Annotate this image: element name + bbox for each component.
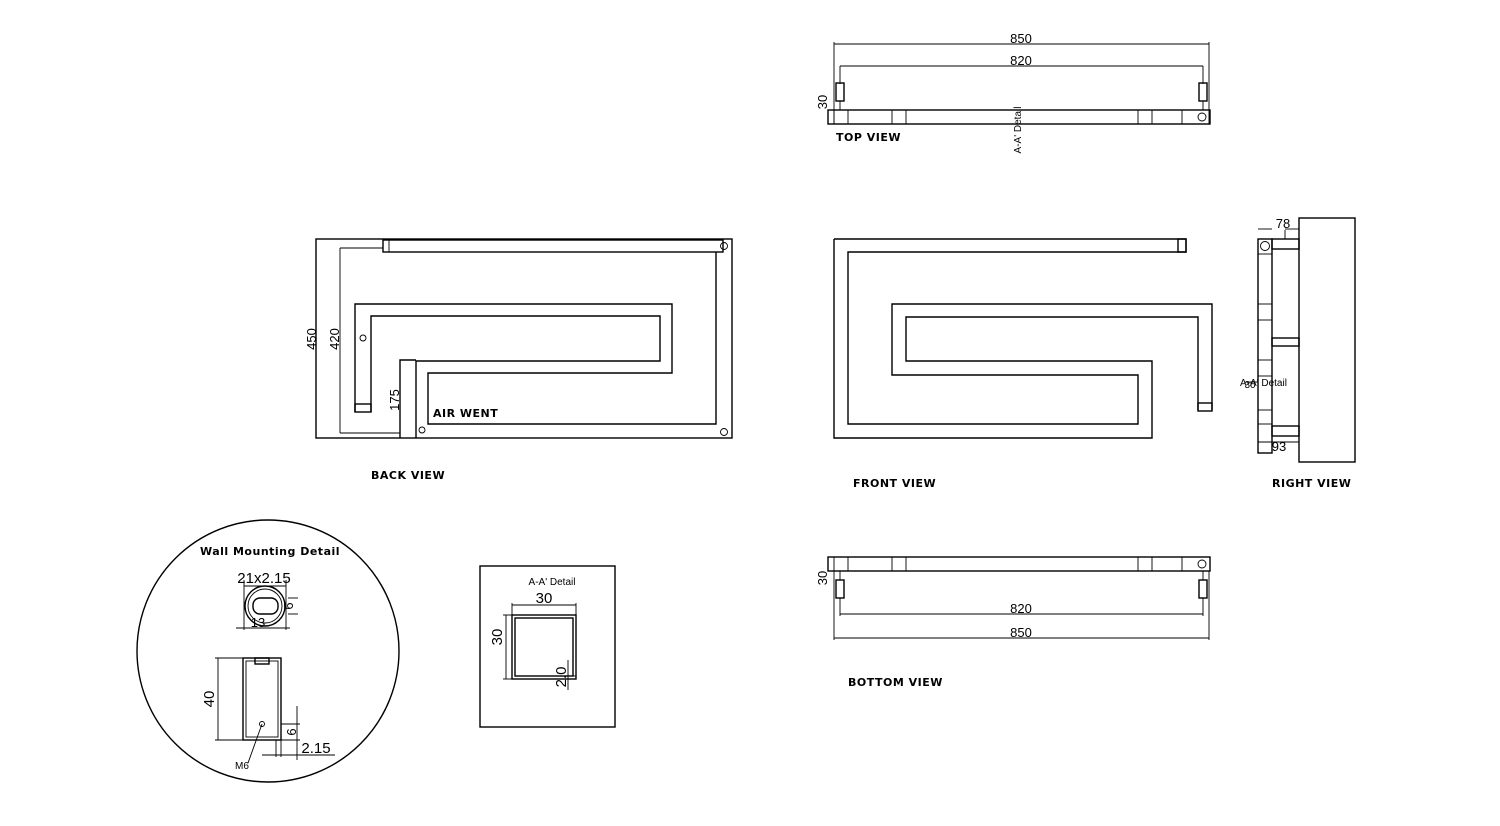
- wall-dim-6: 6: [281, 602, 296, 609]
- back-dim-175: 175: [387, 389, 402, 411]
- right-view: 78 93 30 A-A' Detail RIGHT VIEW: [1240, 216, 1356, 490]
- back-dim-450: 450: [304, 328, 319, 350]
- front-view: FRONT VIEW: [833, 238, 1213, 490]
- bottom-dim-820: 820: [1010, 601, 1032, 616]
- bottom-view-label: BOTTOM VIEW: [848, 676, 943, 689]
- wall-dim-6b: 6: [284, 728, 299, 735]
- section-dim-thickness: 2.0: [553, 667, 570, 688]
- section-dim-width: 30: [536, 590, 553, 607]
- wall-mount-title: Wall Mounting Detail: [200, 545, 340, 558]
- wall-pipe-spec: 21x2.15: [237, 570, 290, 587]
- right-section-note: A-A' Detail: [1240, 378, 1287, 389]
- top-view: 850 820 30 TOP VIEW A-A' Detail: [815, 31, 1211, 154]
- right-view-label: RIGHT VIEW: [1272, 477, 1351, 490]
- top-view-label: TOP VIEW: [836, 131, 901, 144]
- top-section-note: A-A' Detail: [1013, 107, 1024, 154]
- top-dim-850: 850: [1010, 31, 1032, 46]
- section-aa-detail: A-A' Detail 30 30 2.0: [479, 565, 616, 728]
- wall-screw-m6: M6: [235, 761, 249, 772]
- bottom-view: 820 850 30 BOTTOM VIEW: [815, 556, 1211, 689]
- back-view: 450 420 175 AIR WENT BACK VIEW: [304, 238, 733, 482]
- wall-dim-13: 13: [251, 615, 265, 630]
- section-title: A-A' Detail: [529, 577, 576, 588]
- right-dim-93: 93: [1272, 439, 1286, 454]
- wall-dim-40: 40: [201, 691, 218, 708]
- wall-mount-detail: Wall Mounting Detail 21x2.15 13 6 40 6 2…: [136, 519, 400, 783]
- back-view-label: BACK VIEW: [371, 469, 445, 482]
- bottom-dim-30: 30: [815, 571, 830, 585]
- right-dim-78: 78: [1276, 216, 1290, 231]
- wall-dim-2-15: 2.15: [301, 740, 330, 757]
- section-dim-height: 30: [489, 629, 506, 646]
- air-vent-label: AIR WENT: [433, 407, 498, 420]
- front-view-label: FRONT VIEW: [853, 477, 936, 490]
- back-dim-420: 420: [327, 328, 342, 350]
- bottom-dim-850: 850: [1010, 625, 1032, 640]
- top-dim-30: 30: [815, 95, 830, 109]
- top-dim-820: 820: [1010, 53, 1032, 68]
- right-dim-30: 30: [1244, 380, 1256, 391]
